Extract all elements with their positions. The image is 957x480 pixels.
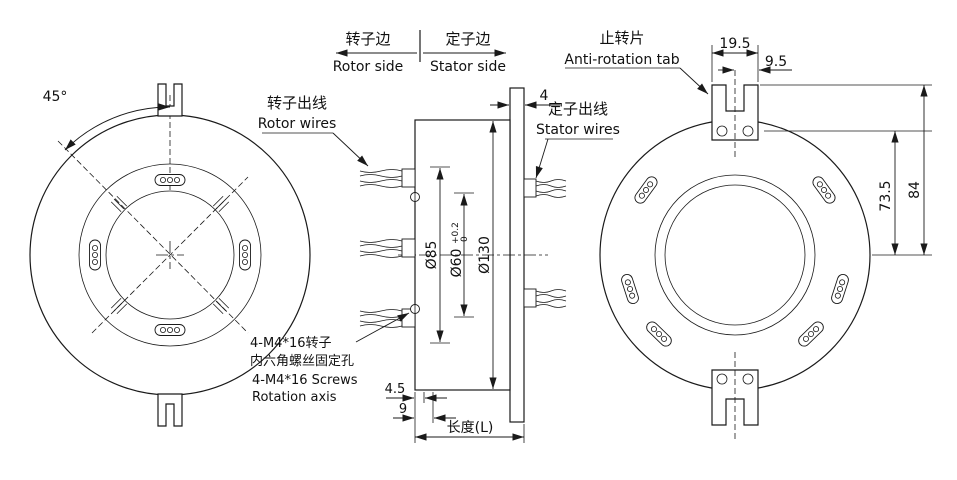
rotor-wires-zh-label: 转子出线	[267, 94, 327, 112]
anti-rotation-leader	[679, 67, 709, 95]
anti-rotation-zh-label: 止转片	[599, 29, 644, 47]
rotor-wire-bundle	[359, 238, 416, 258]
stator-side-view: 19.5 9.5 73.5 84	[599, 36, 932, 440]
stator-wires-en-label: Stator wires	[536, 122, 620, 138]
side-header: 转子边 Rotor side 定子边 Stator side	[333, 30, 506, 75]
dim-9-label: 9	[399, 402, 407, 417]
dia85-label: Ø85	[424, 241, 440, 270]
dim-9-5-label: 9.5	[765, 54, 787, 70]
stator-slot	[646, 321, 672, 347]
rotor-wires-leader	[332, 132, 369, 167]
flange-thickness-label: 4	[540, 88, 549, 104]
stator-side-en-label: Stator side	[430, 59, 506, 75]
screw-hole-hatch	[110, 297, 128, 315]
screw-hole-hatch	[110, 195, 128, 213]
rotor-bore-circle	[105, 190, 235, 320]
callouts: 转子出线 Rotor wires 定子出线 Stator wires 止转片 A…	[250, 29, 709, 405]
stator-bore-outer-circle	[654, 174, 816, 336]
dia60-label: Ø60	[449, 249, 465, 278]
screws-note-zh2: 内六角螺丝固定孔	[250, 353, 354, 369]
stator-slot	[621, 274, 639, 304]
stator-wire-bundle	[523, 288, 567, 308]
rotor-side-en-label: Rotor side	[333, 59, 404, 75]
rotor-side-view: 45°	[29, 83, 311, 427]
dia60-tolerance-upper: +0.2	[451, 222, 461, 244]
dim-84-label: 84	[907, 181, 923, 199]
rotor-slot	[239, 239, 251, 271]
stator-bore-inner-circle	[664, 184, 806, 326]
rotor-bottom-tab	[157, 393, 183, 427]
rotor-slot	[89, 239, 101, 271]
stator-slot	[634, 176, 658, 204]
tab-hole	[716, 125, 728, 137]
stator-side-zh-label: 定子边	[445, 30, 490, 48]
dim-4-5-label: 4.5	[385, 382, 406, 397]
rotor-wire-bundle	[359, 168, 416, 188]
stator-wire-bundle	[523, 178, 567, 198]
stator-slot	[798, 321, 824, 347]
screws-note-en2: Rotation axis	[252, 390, 337, 405]
length-label: 长度(L)	[447, 420, 494, 436]
stator-slot	[831, 274, 849, 304]
screw-hole-hatch	[212, 297, 230, 315]
stator-outer-circle	[599, 119, 871, 391]
dia130-label: Ø130	[477, 236, 493, 274]
stator-wires-leader	[535, 138, 549, 179]
screw-hole-hatch	[212, 195, 230, 213]
rotor-side-zh-label: 转子边	[345, 30, 390, 48]
anti-rotation-en-label: Anti-rotation tab	[564, 52, 679, 68]
tab-hole	[742, 125, 754, 137]
tab-hole	[742, 373, 754, 385]
dia60-tolerance-lower: 0	[460, 236, 470, 242]
stator-slot	[812, 176, 836, 204]
tab-hole	[716, 373, 728, 385]
rotor-wires-en-label: Rotor wires	[258, 116, 337, 132]
dim-73-5-label: 73.5	[878, 180, 894, 211]
stator-wires-zh-label: 定子出线	[548, 100, 608, 118]
cross-section-view: Ø85 Ø60 +0.2 0 Ø130 4 4.5 9 长度(L)	[359, 87, 567, 443]
rotor-slot	[154, 324, 186, 336]
dim-19-5-label: 19.5	[719, 36, 750, 52]
screws-note-zh1: 4-M4*16转子	[250, 336, 332, 351]
screws-note-en1: 4-M4*16 Screws	[252, 373, 358, 388]
angle-45-label: 45°	[43, 89, 68, 105]
screws-leader	[355, 312, 410, 343]
rotor-slot	[154, 174, 186, 186]
angle-dimension-arc	[64, 103, 171, 151]
